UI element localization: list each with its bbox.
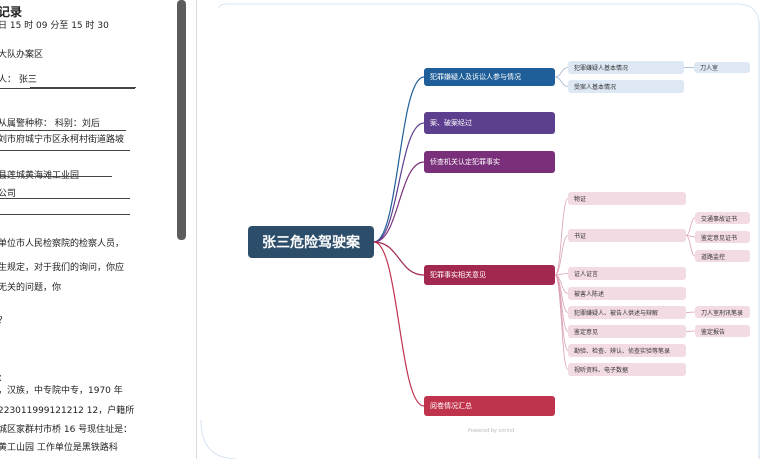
document-line: 人： 张三 <box>0 75 37 85</box>
mindmap-connector <box>685 330 696 332</box>
mindmap-leaf-node[interactable]: 交通事故证书 <box>695 212 750 224</box>
mindmap-connector <box>554 76 569 87</box>
document-line: 223011999121212 12，户籍所 <box>0 406 135 416</box>
document-line: 从属警种称： 科别：刘后 <box>0 119 100 129</box>
mindmap-connector <box>685 217 696 236</box>
document-line: 刘市府城宁市区永柯村街道路坡 <box>0 135 125 145</box>
form-underline <box>0 88 135 89</box>
mindmap-leaf-node[interactable]: 物证 <box>568 192 686 205</box>
mindmap-branch-node[interactable]: 案、破案经过 <box>424 112 555 134</box>
mindmap-connector <box>373 76 425 243</box>
document-line: 城区家群村市桥 16 号现住址是： <box>0 425 133 435</box>
mindmap-canvas[interactable] <box>198 0 763 459</box>
mindmap-leaf-node[interactable]: 书证 <box>568 229 686 242</box>
mindmap-leaf-node[interactable]: 刀人室 <box>694 62 750 73</box>
mindmap-connector <box>685 235 696 257</box>
form-underline <box>0 130 126 131</box>
mindmap-branch-node[interactable]: 侦查机关认定犯罪事实 <box>424 151 555 173</box>
form-underline <box>0 198 130 199</box>
mindmap-leaf-node[interactable]: 鉴定报告 <box>695 325 750 337</box>
document-line: 无关的问题，你 <box>0 283 62 293</box>
mindmap-branch-node[interactable]: 犯罪嫌疑人及诉讼人参与情况 <box>424 68 555 86</box>
mindmap-leaf-node[interactable]: 犯罪嫌疑人、被告人供述与辩解 <box>568 306 686 319</box>
mindmap-leaf-node[interactable]: 刀人室刑讯笔录 <box>695 306 750 318</box>
document-line: 日 15 时 09 分至 15 时 30 <box>0 21 109 31</box>
form-underline <box>0 176 112 177</box>
document-line: 生规定，对于我们的询问，你应 <box>0 263 125 273</box>
pane-divider[interactable] <box>196 0 197 459</box>
document-page: 记录日 15 时 09 分至 15 时 30 大队办案区人： 张三从属警种称： 科… <box>0 0 178 459</box>
mindmap-connector <box>554 198 569 276</box>
mindmap-connector <box>373 122 425 243</box>
mindmap-connector <box>373 241 425 407</box>
mindmap-connector <box>554 235 569 276</box>
mindmap-connector <box>554 273 569 276</box>
form-underline <box>30 87 136 88</box>
form-underline <box>0 150 130 151</box>
mindmap-branch-node[interactable]: 阅卷情况汇总 <box>424 396 555 416</box>
mindmap-leaf-node[interactable]: 视听资料、电子数据 <box>568 363 686 376</box>
mindmap-leaf-node[interactable]: 鉴定意见 <box>568 325 686 338</box>
mindmap-connector <box>554 274 569 370</box>
mindmap-branch-node[interactable]: 犯罪事实相关意见 <box>424 265 555 285</box>
mindmap-connector <box>373 241 425 276</box>
document-line: 黄工山园 工作单位是黑铁路科 <box>0 443 118 453</box>
document-scrollbar[interactable] <box>177 0 186 240</box>
mindmap-connector <box>554 67 569 78</box>
document-line: 记录 <box>0 5 23 19</box>
document-line: 大队办案区 <box>0 50 44 60</box>
mindmap-leaf-node[interactable]: 道路监控 <box>695 250 750 262</box>
mindmap-leaf-node[interactable]: 证人证言 <box>568 267 686 280</box>
document-line: ，汉族，中专院中专，1970 年 <box>0 386 123 396</box>
mindmap-watermark: Powered by xmind <box>468 428 515 434</box>
mindmap-root-node[interactable]: 张三危险驾驶案 <box>248 226 374 258</box>
form-underline <box>0 214 130 215</box>
document-line: ： <box>0 371 7 384</box>
mindmap-connector <box>685 311 696 313</box>
document-line: 单位市人民检察院的检察人员， <box>0 239 125 249</box>
mindmap-leaf-node[interactable]: 被害人陈述 <box>568 287 686 300</box>
document-line: 公司 <box>0 189 17 199</box>
mindmap-connector <box>373 161 425 243</box>
mindmap-leaf-node[interactable]: 鉴定意见证书 <box>695 231 750 243</box>
mindmap-leaf-node[interactable]: 受案人基本情况 <box>568 80 684 93</box>
mindmap-leaf-node[interactable]: 勘验、检查、辨认、侦查实验等笔录 <box>568 344 686 357</box>
mindmap-leaf-node[interactable]: 犯罪嫌疑人基本情况 <box>568 61 684 74</box>
document-line: ？ <box>0 313 7 326</box>
